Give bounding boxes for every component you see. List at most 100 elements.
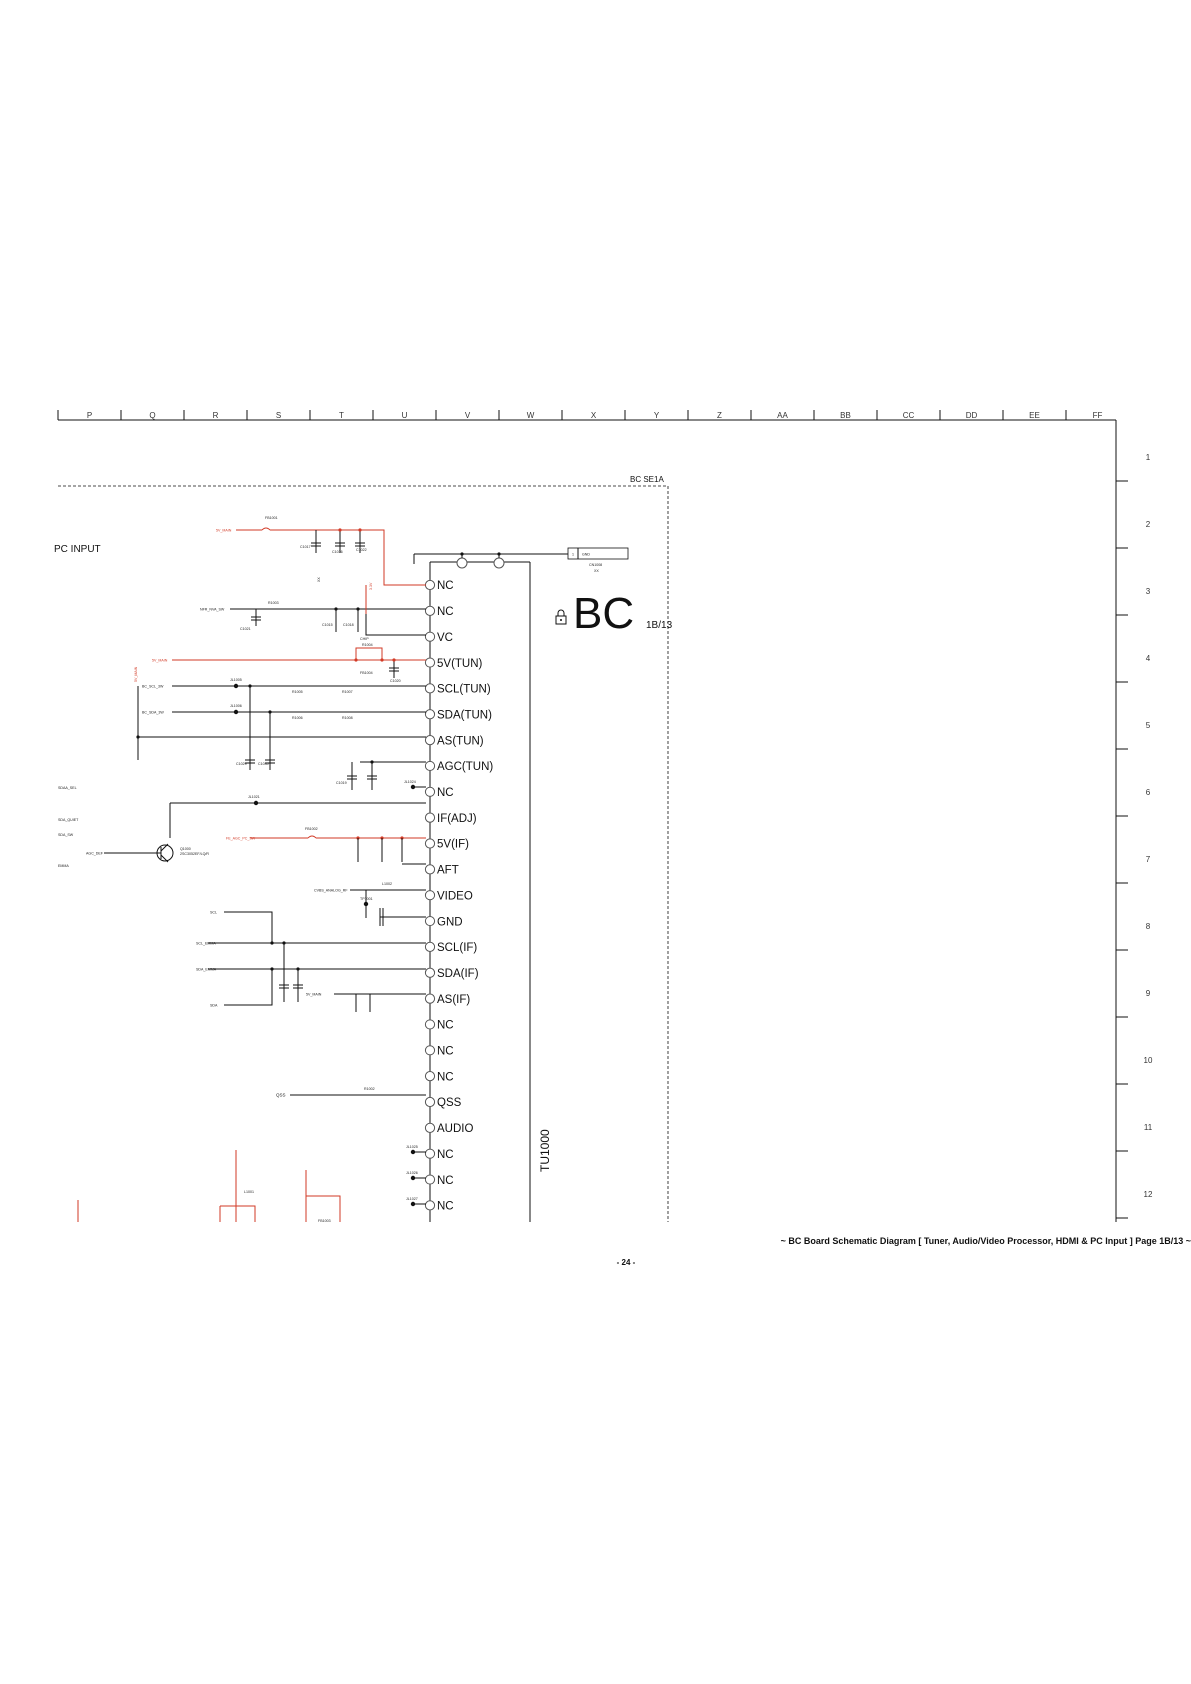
tuner-pin-circle (424, 1096, 436, 1108)
row-label: 10 (1144, 1056, 1153, 1065)
tuner-pin-circle (424, 890, 436, 901)
net-label-scl-emma: SCL_EMMA (196, 942, 216, 946)
column-label: FF (1093, 411, 1103, 420)
net-vc: CHIP (360, 585, 426, 641)
part-r1003: R1003 (268, 601, 279, 605)
connector-value: XX (594, 569, 599, 573)
part-c1030: C1030 (258, 762, 269, 766)
part-r1004: R1004 (362, 643, 373, 647)
net-scl-sda-tun: BC_SCL_3W BC_SDA_3W JL1005 JL1006 R1005 … (134, 666, 426, 770)
row-label: 6 (1146, 788, 1151, 797)
tuner-pin-circle (424, 1174, 436, 1185)
tuner-pin-label: NC (437, 1071, 454, 1083)
tuner-pin-label: AUDIO (437, 1123, 473, 1135)
part-c1021: C1021 (240, 627, 251, 631)
tuner-pin-label: AS(IF) (437, 994, 470, 1006)
connector-pin-number: 1 (572, 553, 574, 557)
net-label-qss: QSS (276, 1093, 286, 1098)
tuner-pin-label: 5V(IF) (437, 839, 469, 851)
net-label-nfr: NFR_NVA_SW (200, 608, 225, 612)
part-jl1027: JL1027 (406, 1197, 418, 1201)
part-r1005: R1005 (292, 690, 303, 694)
tuner-pin-label: NC (437, 1046, 454, 1058)
row-label: 5 (1146, 721, 1151, 730)
column-label: V (465, 411, 471, 420)
column-label: U (402, 411, 408, 420)
tuner-pin-label: NC (437, 1149, 454, 1161)
net-label-emma: EMMA (58, 864, 69, 868)
net-label-agc-def: AGC_DEF (86, 852, 104, 856)
board-title: BC (573, 589, 634, 638)
tuner-pin-label: AS(TUN) (437, 735, 484, 747)
bottom-left-power: L1001 FB1003 (77, 1150, 341, 1223)
tuner-pin-label: GND (437, 916, 463, 928)
tuner-pin-label: QSS (437, 1097, 462, 1109)
part-fb1004: FB1004 (360, 671, 373, 675)
section-label: PC INPUT (54, 544, 101, 555)
jumper-jl1024: JL1024 (404, 780, 426, 790)
tuner-pin-circle (424, 838, 436, 849)
board-page: 1B/13 (646, 620, 673, 631)
part-q1000: Q1000 (180, 847, 191, 851)
net-label-cvbs: CVBS_ANALOG_RF (314, 889, 348, 893)
part-fb1003: FB1003 (318, 1219, 331, 1223)
net-label-bc-sda: BC_SDA_3W (142, 711, 164, 715)
block-name: BC SE1A (630, 475, 664, 484)
part-jl1006: JL1006 (230, 704, 242, 708)
column-label: R (213, 411, 219, 420)
tuner-pin-circle (424, 735, 436, 746)
net-label-5v-main: 5V_MAIN (216, 529, 232, 533)
row-label: 3 (1146, 587, 1151, 596)
tuner-pin-label: VC (437, 632, 453, 644)
net-label-sdaa-sel: SDAA_SEL (58, 786, 77, 790)
part-c1017: C1017 (300, 545, 311, 549)
part-c1016: C1016 (332, 550, 343, 554)
tuner-pin-circle (424, 993, 436, 1004)
bottom-jumpers: JL1025 JL1026 JL1027 (406, 1145, 426, 1207)
net-video: CVBS_ANALOG_RF L1002 TP1001 (314, 882, 426, 918)
part-jl1005: JL1005 (230, 678, 242, 682)
net-5v-tun: 5V_MAIN R1004 FB1004 C1020 (152, 643, 426, 683)
row-label: 12 (1144, 1190, 1153, 1199)
connector-cn1008: 1 GND CN1008 XX (413, 547, 629, 573)
tuner-pin-label: AFT (437, 865, 459, 877)
net-label-5v-main-3: 5V_MAIN (306, 993, 322, 997)
net-nfr-nva: NFR_NVA_SW R1003 C1021 C1015 C1018 (200, 601, 426, 632)
row-label: 11 (1144, 1123, 1153, 1132)
part-c1018: C1018 (343, 623, 354, 627)
tuner-pin-label: NC (437, 1020, 454, 1032)
tuner-ref: TU1000 (538, 1129, 552, 1172)
tuner-pin-circle (424, 786, 436, 797)
part-l1001: L1001 (244, 1190, 254, 1194)
tuner-pin-circle (424, 1148, 436, 1159)
page-number: - 24 - (617, 1258, 636, 1267)
tuner-pin-circle (424, 864, 436, 875)
connector-pin-name: GND (582, 553, 590, 557)
part-xx-a: XX (317, 577, 321, 582)
tuner-pin-label: SCL(TUN) (437, 684, 491, 696)
column-label: AA (777, 411, 788, 420)
column-label: S (276, 411, 281, 420)
part-c1029: C1029 (236, 762, 247, 766)
diagram-caption: ~ BC Board Schematic Diagram [ Tuner, Au… (781, 1236, 1191, 1246)
column-label: Y (654, 411, 660, 420)
part-r1008: R1008 (342, 716, 353, 720)
part-c1020: C1020 (390, 679, 401, 683)
tuner-pin-circle (424, 631, 436, 642)
part-c1015: C1015 (322, 623, 333, 627)
part-c1022: C1022 (356, 548, 367, 552)
column-label: DD (966, 411, 978, 420)
column-label: CC (903, 411, 915, 420)
tuner-pin-label: SCL(IF) (437, 942, 477, 954)
net-label-fe-agc: FE_AGC_PC_SW (226, 837, 256, 841)
tuner-pin-label: NC (437, 580, 454, 592)
tuner-pin-circle (424, 760, 436, 772)
net-label-5v-main-2: 5V_MAIN (152, 659, 168, 663)
part-chip: CHIP (360, 637, 369, 641)
part-q1000-type: 2SC3052EF/LQ/R (180, 852, 209, 856)
column-label: X (591, 411, 597, 420)
tuner-pin-circle (424, 915, 436, 927)
net-label-3v3: 3.3V (369, 582, 373, 590)
connector-ref: CN1008 (589, 563, 602, 567)
